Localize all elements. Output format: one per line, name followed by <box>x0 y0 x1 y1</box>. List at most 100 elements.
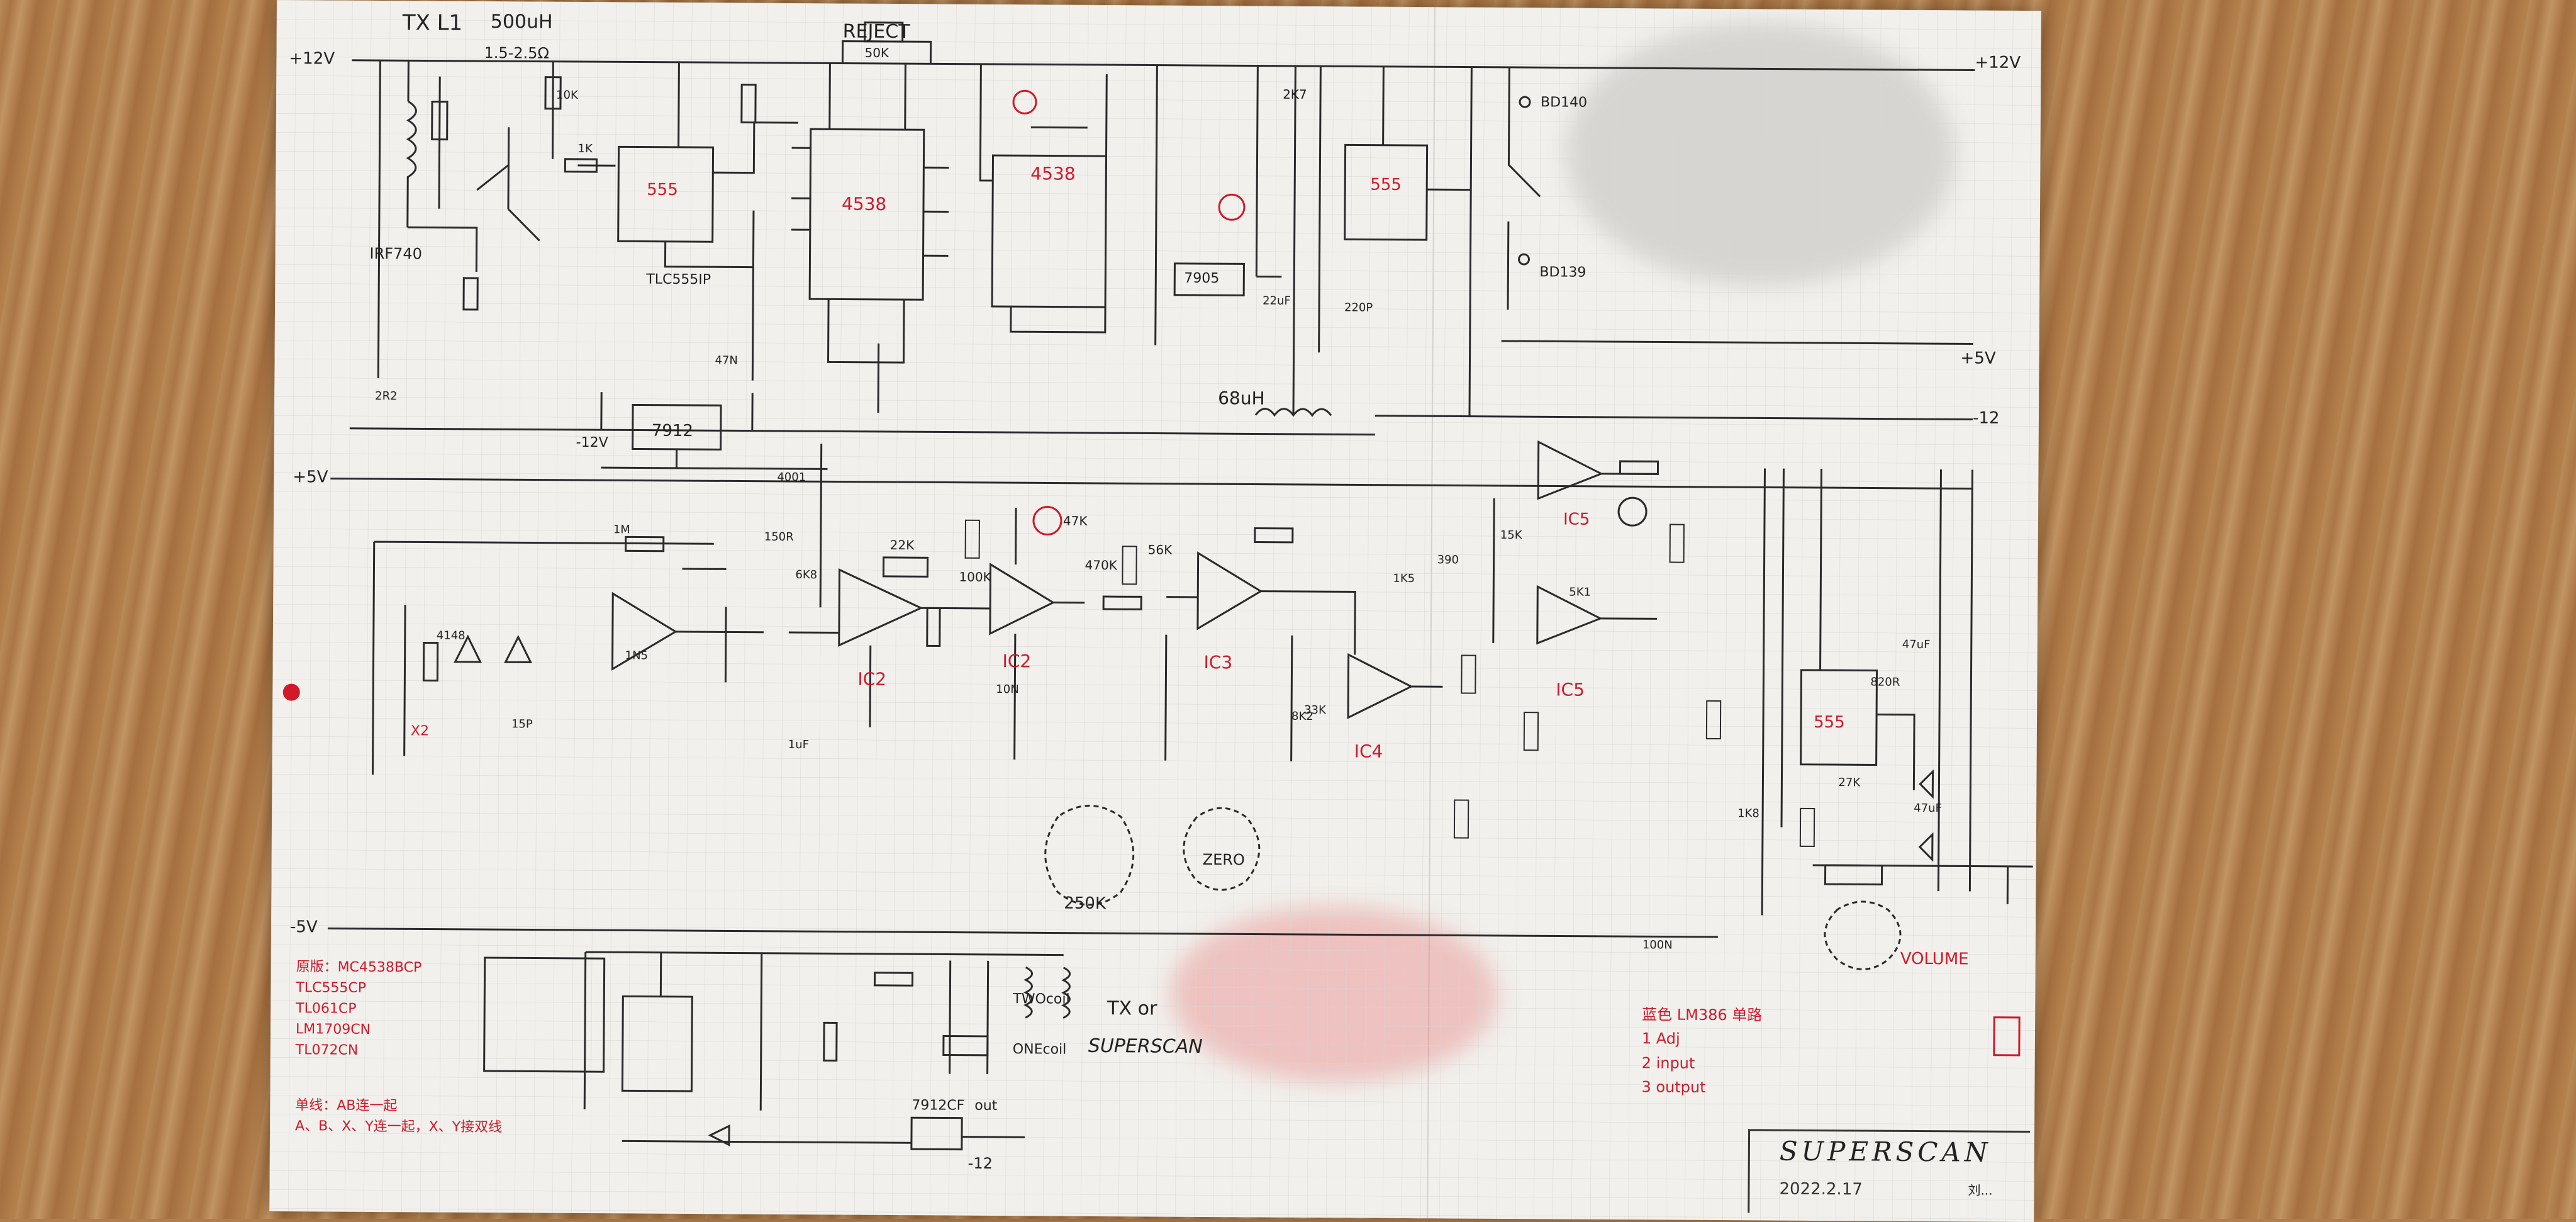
label-ind-68uh: 68uH <box>1218 388 1265 409</box>
comp-label: 47uF <box>1902 637 1931 652</box>
ic-555-c-box <box>1800 669 1878 766</box>
title-author: 刘... <box>1968 1182 1993 1198</box>
note-x2: X2 <box>410 723 430 739</box>
comp-label: 15K <box>1500 528 1522 542</box>
label-minus5-left: -5V <box>289 917 318 937</box>
note-parts-list: 原版：MC4538BCP TLC555CP TL061CP LM1709CN T… <box>296 956 422 1061</box>
ic-555-d-box <box>621 995 693 1092</box>
label-minus12-right: -12 <box>1972 408 2000 428</box>
note-parts-line: TL061CP <box>296 1001 357 1017</box>
label-out: out <box>974 1097 998 1114</box>
comp-label: 220P <box>1344 301 1373 315</box>
opamp-ic2-b <box>989 563 1056 636</box>
label-tx-500uh: 500uH <box>490 11 553 33</box>
title-date: 2022.2.17 <box>1779 1179 1863 1199</box>
label-ic555-c: 555 <box>1813 712 1845 732</box>
note-ab-line: A、B、X、Y连一起，X、Y接双线 <box>294 1118 503 1136</box>
label-tx-ohm: 1.5-2.5Ω <box>484 44 549 62</box>
label-twocoil: TWOcoil <box>1013 991 1070 1007</box>
note-ab-line: 单线：AB连一起 <box>295 1097 398 1114</box>
reg-7905-box <box>1173 262 1245 296</box>
comp-label: 47K <box>1062 513 1088 529</box>
label-ic4538-a: 4538 <box>841 193 887 215</box>
comp-label: 27K <box>1838 776 1861 790</box>
label-plus12-right: +12V <box>1975 53 2021 72</box>
rail-minus12 <box>1374 415 1973 420</box>
label-volume: VOLUME <box>1900 949 1969 969</box>
opamp-ic5-b <box>1536 585 1603 645</box>
label-reject: REJECT <box>842 20 910 43</box>
comp-label: 1M <box>613 523 630 537</box>
rail-plus5-mid <box>330 478 1973 490</box>
label-superscan-note: SUPERSCAN <box>1088 1034 1203 1058</box>
label-ic5-a: IC5 <box>1563 510 1590 529</box>
comp-label: 1K <box>577 142 593 156</box>
comp-label: 6K8 <box>795 568 818 582</box>
label-ic555-a: 555 <box>647 180 678 199</box>
rail-plus12 <box>352 59 1975 71</box>
label-bd140: BD140 <box>1540 94 1588 111</box>
opamp-1 <box>611 591 677 671</box>
comp-label: 5K1 <box>1569 585 1592 599</box>
reg-7912cf-box <box>910 1116 963 1151</box>
ic-4538-a-box <box>808 128 925 301</box>
comp-label: 100K <box>959 569 991 585</box>
comp-label: 15P <box>511 717 533 731</box>
comp-label: 100N <box>1642 938 1673 952</box>
comp-label: 47N <box>715 354 738 367</box>
opamp-ic2-a <box>838 568 923 647</box>
comp-label: 390 <box>1437 553 1459 567</box>
label-ic3: IC3 <box>1203 652 1233 673</box>
label-onecoil: ONEcoil <box>1012 1041 1067 1058</box>
note-adj-line: 2 input <box>1641 1054 1695 1072</box>
rail-minus5 <box>327 928 1718 938</box>
comp-label: 470K <box>1084 557 1117 573</box>
ic-555-b-box <box>1344 143 1429 241</box>
comp-label: 1K8 <box>1737 807 1759 821</box>
note-adj-line: 1 Adj <box>1641 1029 1680 1048</box>
comp-label: 10K <box>556 88 578 102</box>
label-ic4538-b: 4538 <box>1030 163 1076 184</box>
comp-label: 2R2 <box>375 389 398 403</box>
note-parts-line: TLC555CP <box>296 980 367 996</box>
label-minus12-left: -12V <box>576 434 608 451</box>
label-ic2-b: IC2 <box>1002 651 1032 672</box>
label-tx-l1: TX L1 <box>402 10 463 36</box>
opamp-ic5-a <box>1537 440 1604 500</box>
label-reg7912cf: 7912CF <box>912 1097 965 1114</box>
label-ic4: IC4 <box>1354 741 1383 762</box>
comp-label: 10N <box>996 683 1019 697</box>
ic-4538-b-box <box>991 154 1108 308</box>
label-r250k: 250K <box>1064 894 1107 914</box>
comp-label: 47uF <box>1914 801 1942 816</box>
label-irf740: IRF740 <box>369 244 423 263</box>
comp-label: 1N5 <box>625 649 649 663</box>
rail-plus5 <box>1501 340 1973 345</box>
comp-label: 1K5 <box>1393 571 1415 586</box>
comp-label: 22K <box>889 537 915 553</box>
label-plus5-left: +5V <box>293 468 328 487</box>
note-parts-line: LM1709CN <box>295 1021 371 1038</box>
note-parts-line: 原版：MC4538BCP <box>296 959 422 976</box>
label-zero: ZERO <box>1202 851 1245 869</box>
title-superscan: SUPERSCAN <box>1779 1135 1992 1168</box>
circuit-schematic <box>269 0 2041 1222</box>
label-minus12-bottom: -12 <box>967 1154 993 1172</box>
comp-label: 22uF <box>1263 294 1291 308</box>
label-plus5-right: +5V <box>1960 349 1996 368</box>
label-reg7905: 7905 <box>1184 270 1220 287</box>
opamp-ic3 <box>1196 551 1263 631</box>
note-adj-line: 3 output <box>1641 1078 1706 1097</box>
note-adj: 蓝色 LM386 单路 1 Adj 2 input 3 output <box>1641 1002 1762 1100</box>
label-ic555-b: 555 <box>1370 175 1402 194</box>
comp-label: 2K7 <box>1283 86 1307 103</box>
note-ab: 单线：AB连一起 A、B、X、Y连一起，X、Y接双线 <box>295 1095 503 1138</box>
label-reg7912: 7912 <box>651 421 694 441</box>
comp-label: 4148 <box>436 629 466 642</box>
comp-label: 8K2 <box>1291 709 1313 724</box>
label-pot-50k: 50K <box>864 45 889 60</box>
comp-label: 1uF <box>788 737 810 752</box>
comp-label: 4001 <box>777 470 806 485</box>
note-parts-line: TL072CN <box>295 1042 359 1058</box>
label-bd139: BD139 <box>1539 264 1586 281</box>
